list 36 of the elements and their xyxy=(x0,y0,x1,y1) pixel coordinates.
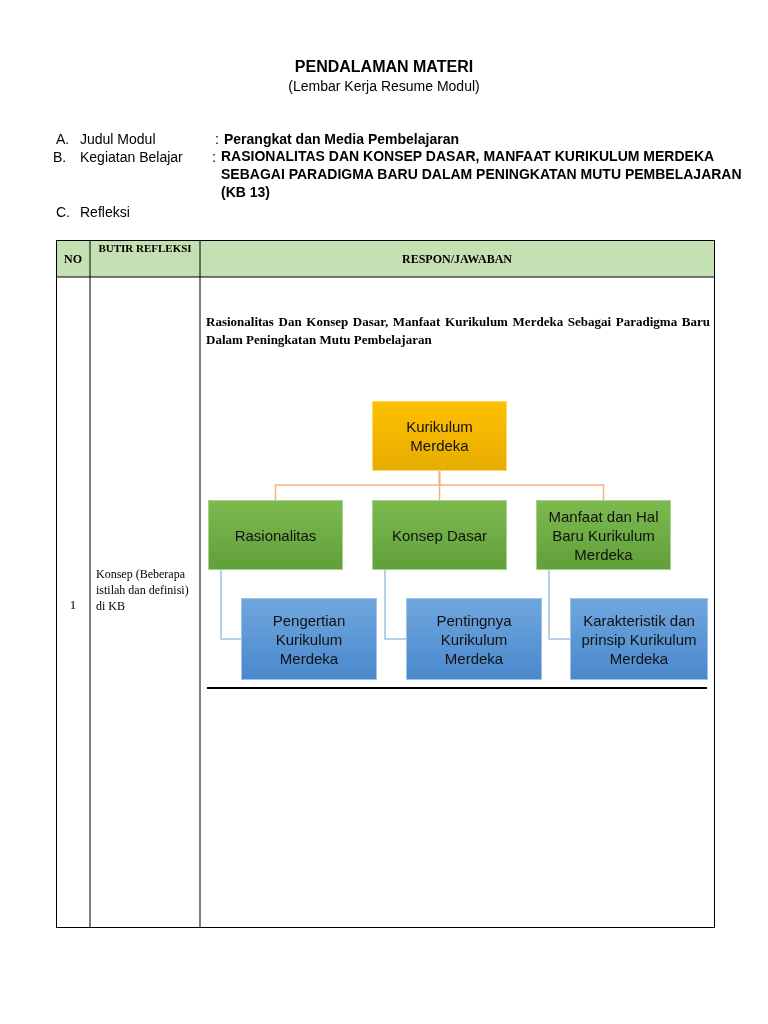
node-label: Rasionalitas xyxy=(234,525,317,545)
connector-line xyxy=(438,470,605,501)
connector-line xyxy=(384,569,407,640)
column-header: RESPON/JAWABAN xyxy=(401,251,513,268)
item-letter: C. xyxy=(56,203,71,222)
title: PENDALAMAN MATERI xyxy=(293,57,475,77)
module-title: Perangkat dan Media Pembelajaran xyxy=(224,130,460,149)
reflection-item: Konsep (Beberapa istilah dan definisi) di KB xyxy=(96,566,190,614)
field-label: Refleksi xyxy=(80,203,131,222)
activity-title: RASIONALITAS DAN KONSEP DASAR, MANFAAT KURIKULUM MERDEKA SEBAGAI PARADIGMA BARU DALAM PENINGKATAN MUTU PEMBELAJARAN (KB 13) xyxy=(221,147,743,201)
connector-line xyxy=(548,569,571,640)
category-box xyxy=(536,500,671,570)
field-label: Kegiatan Belajar xyxy=(80,148,184,167)
column-header: BUTIR REFLEKSI xyxy=(97,241,193,255)
diagram-heading: Rasionalitas Dan Konsep Dasar, Manfaat Kurikulum Merdeka Sebagai Paradigma Baru Dalam Peningkatan Mutu Pembelajaran xyxy=(206,313,710,349)
colon: : xyxy=(212,148,217,167)
category-box xyxy=(372,500,507,570)
node-label: Karakteristik dan prinsip Kurikulum Merdeka xyxy=(580,610,698,668)
node-label: Pengertian Kurikulum Merdeka xyxy=(271,610,347,668)
node-label: Kurikulum Merdeka xyxy=(405,417,474,455)
subtopic-box xyxy=(406,598,542,680)
colon: : xyxy=(215,130,220,149)
column-header: NO xyxy=(63,251,83,268)
connector-line xyxy=(220,569,242,640)
item-letter: A. xyxy=(56,130,71,149)
item-letter: B. xyxy=(53,148,68,167)
node-label: Konsep Dasar xyxy=(391,525,488,545)
row-number: 1 xyxy=(68,596,78,614)
subtopic-box xyxy=(570,598,708,680)
field-label: Judul Modul xyxy=(80,130,157,149)
node-label: Pentingnya Kurikulum Merdeka xyxy=(435,610,513,668)
subtitle: (Lembar Kerja Resume Modul) xyxy=(287,77,481,96)
root-box xyxy=(372,401,507,471)
node-label: Manfaat dan Hal Baru Kurikulum Merdeka xyxy=(547,506,660,564)
category-box xyxy=(208,500,343,570)
subtopic-box xyxy=(241,598,377,680)
